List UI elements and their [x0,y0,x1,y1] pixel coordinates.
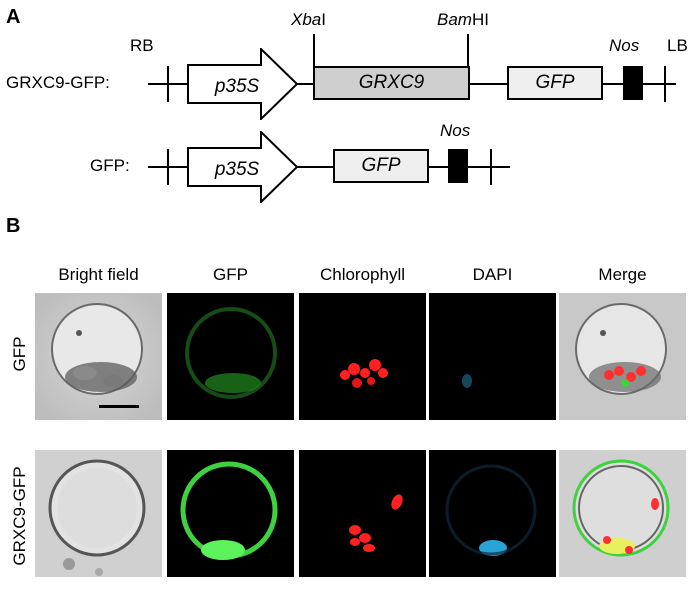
rb-label: RB [130,36,154,55]
image-gfp-bright-field [35,293,162,420]
image-gfp-gfp [167,293,294,420]
nos-label-2: Nos [440,121,471,140]
image-grxc9-bright-field [35,450,162,577]
image-grxc9-merge [559,450,686,577]
construct2-right-mark [490,149,492,185]
gfp-reporter-box-1: GFP [507,66,603,100]
lb-border-mark [664,66,666,102]
construct1-label: GRXC9-GFP: [6,73,110,92]
promoter-arrow-1: p35S [187,48,299,120]
image-gfp-chlorophyll [299,293,426,420]
col-title-gfp: GFP [213,265,248,284]
panel-b-letter: B [6,215,21,237]
bamhi-site-line [467,34,469,66]
promoter-arrow-2: p35S [187,131,299,203]
col-title-bright-field: Bright field [58,265,139,284]
promoter-label-1: p35S [214,76,260,97]
nos-terminator-2 [448,149,468,183]
nos-terminator-1 [623,66,643,100]
xbai-site-line [313,34,315,66]
image-gfp-dapi [429,293,556,420]
panel-a-letter: A [6,6,21,28]
construct2-label: GFP: [90,156,130,175]
nos-label-1: Nos [609,36,640,55]
col-title-dapi: DAPI [472,265,513,284]
col-title-merge: Merge [598,265,647,284]
rb-border-mark [167,66,169,102]
image-grxc9-chlorophyll [299,450,426,577]
xbai-label: XbaI [291,10,326,29]
col-title-chlorophyll: Chlorophyll [319,265,406,284]
bamhi-label: BamHI [437,10,489,29]
promoter-label-2: p35S [214,159,260,180]
grxc9-gene-box: GRXC9 [313,66,470,100]
construct2-left-mark [167,149,169,185]
image-grxc9-gfp [167,450,294,577]
lb-label: LB [667,36,688,55]
row-label-gfp: GFP [10,336,29,372]
row-label-grxc9-gfp: GRXC9-GFP [10,466,29,566]
construct2-backbone [148,166,510,168]
gfp-reporter-box-2: GFP [333,149,429,183]
image-grxc9-dapi [429,450,556,577]
image-gfp-merge [559,293,686,420]
